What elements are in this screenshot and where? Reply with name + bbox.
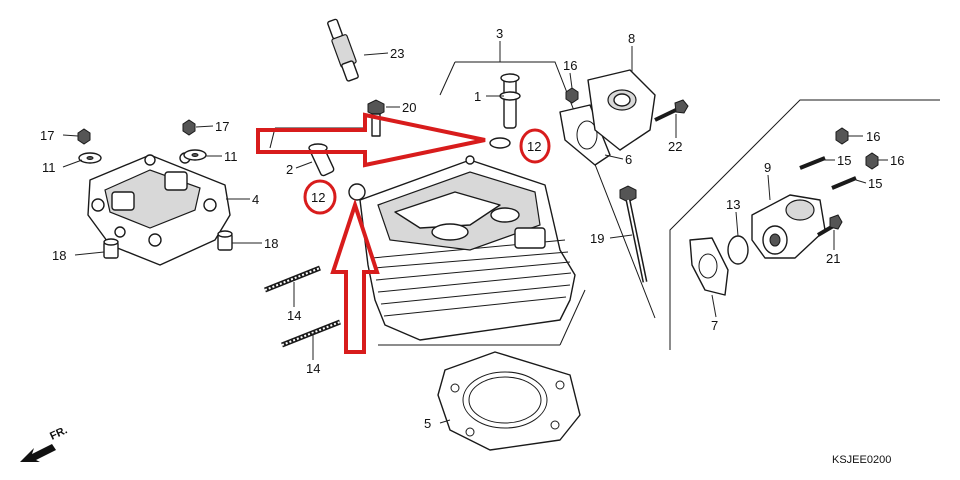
label-9: 9: [764, 160, 771, 175]
label-17-left: 17: [40, 128, 54, 143]
highlight-circle-upper: [519, 128, 551, 164]
front-label: FR.: [48, 424, 69, 442]
washer-11-right: [183, 149, 207, 161]
label-1: 1: [474, 89, 481, 104]
leader-lines: [62, 41, 888, 424]
front-direction-marker: FR.: [20, 424, 69, 462]
nut-16-right-upper: [835, 127, 849, 145]
stud-bolt-upper: [264, 265, 321, 293]
label-2: 2: [286, 162, 293, 177]
label-8: 8: [628, 31, 635, 46]
nut-16-top: [565, 87, 579, 104]
o-ring-13: [727, 235, 749, 265]
stud-15-lower: [831, 176, 857, 190]
rocker-arm-holder: [87, 152, 231, 266]
front-arrow-icon: [20, 444, 56, 462]
label-15-lower: 15: [868, 176, 882, 191]
label-17-right: 17: [215, 119, 229, 134]
label-14-upper: 14: [287, 308, 301, 323]
nut-17-left: [77, 128, 91, 145]
stud-15-upper: [799, 156, 826, 170]
diagram-code: KSJEE0200: [832, 454, 891, 466]
label-3: 3: [496, 26, 503, 41]
label-7: 7: [711, 318, 718, 333]
o-ring-12-lower: [348, 183, 366, 201]
label-11-left: 11: [42, 160, 56, 175]
dowel-pin-right: [217, 230, 233, 251]
label-16-right-upper: 16: [866, 129, 880, 144]
label-21: 21: [826, 251, 840, 266]
o-ring-12-upper: [489, 137, 511, 149]
bolt-20: [367, 99, 385, 137]
bolt-21: [816, 214, 843, 237]
assembly-frame-lines: [269, 61, 940, 350]
dowel-pin-left: [103, 238, 119, 259]
washer-11-left: [78, 152, 102, 164]
label-12-upper: 12: [527, 139, 541, 154]
intake-gasket-7: [689, 237, 729, 296]
valve-guide-1: [499, 73, 521, 129]
label-18-right: 18: [264, 236, 278, 251]
bolt-19: [619, 185, 648, 283]
label-11-right: 11: [224, 149, 238, 164]
cylinder-head-gasket: [437, 351, 581, 451]
bolt-22: [654, 99, 689, 122]
label-18-left: 18: [52, 248, 66, 263]
label-22: 22: [668, 139, 682, 154]
label-14-lower: 14: [306, 361, 320, 376]
nut-17-right: [182, 119, 196, 136]
label-16-right-lower: 16: [890, 153, 904, 168]
label-5: 5: [424, 416, 431, 431]
stud-bolt-lower: [281, 319, 341, 348]
cylinder-head: [359, 155, 576, 341]
intake-pipe-9: [751, 194, 826, 259]
label-4: 4: [252, 192, 259, 207]
insulator-gasket-6: [559, 104, 611, 166]
insulator-8: [587, 69, 656, 151]
label-12-lower: 12: [311, 190, 325, 205]
highlight-circle-lower: [303, 179, 337, 215]
label-16-top: 16: [563, 58, 577, 73]
highlight-arrow-horizontal: [256, 112, 486, 168]
label-15-upper: 15: [837, 153, 851, 168]
label-23: 23: [390, 46, 404, 61]
label-6: 6: [625, 152, 632, 167]
spark-plug: [327, 18, 359, 82]
nut-16-right-lower: [865, 152, 879, 170]
highlight-arrow-vertical: [330, 198, 380, 354]
label-20: 20: [402, 100, 416, 115]
label-13: 13: [726, 197, 740, 212]
valve-guide-2: [308, 143, 335, 177]
label-19: 19: [590, 231, 604, 246]
